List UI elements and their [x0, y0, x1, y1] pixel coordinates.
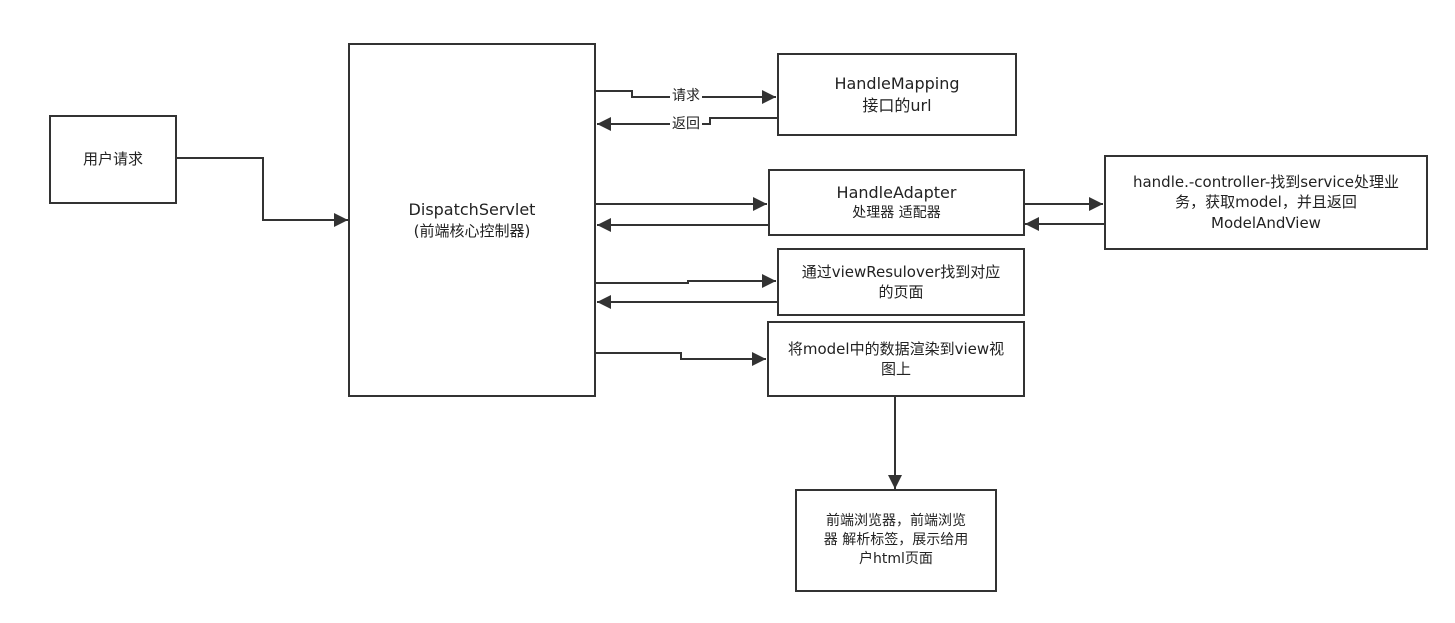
edge-mapping-return	[597, 117, 777, 131]
node-dispatch-subtitle: (前端核心控制器)	[413, 221, 531, 240]
node-view-resolver-line1: 通过viewResulover找到对应	[801, 262, 1001, 281]
node-controller-line2: 务，获取model，并且返回	[1175, 193, 1357, 212]
node-view-resolver: 通过viewResulover找到对应 的页面	[777, 248, 1025, 316]
node-browser: 前端浏览器，前端浏览 器 解析标签，展示给用 户html页面	[795, 489, 997, 592]
node-user-request-text: 用户请求	[82, 150, 143, 169]
node-handle-mapping: HandleMapping 接口的url	[777, 53, 1017, 136]
node-handle-mapping-title: HandleMapping	[834, 73, 960, 93]
edge-label-request: 请求	[670, 88, 702, 104]
node-render-line2: 图上	[880, 360, 911, 378]
node-browser-line3: 户html页面	[859, 550, 933, 567]
node-controller-line1: handle.-controller-找到service处理业	[1132, 173, 1400, 192]
edge-request-to-mapping	[596, 90, 776, 104]
node-handle-adapter-title: HandleAdapter	[836, 183, 957, 203]
node-browser-line2: 器 解析标签，展示给用	[823, 532, 969, 549]
node-handle-mapping-subtitle: 接口的url	[862, 95, 932, 115]
node-view-resolver-line2: 的页面	[878, 283, 924, 301]
node-controller: handle.-controller-找到service处理业 务，获取mode…	[1104, 155, 1428, 250]
node-controller-line3: ModelAndView	[1211, 213, 1321, 232]
node-handle-adapter-subtitle: 处理器 适配器	[852, 204, 941, 221]
node-browser-line1: 前端浏览器，前端浏览	[825, 513, 966, 530]
edge-label-return: 返回	[670, 116, 702, 132]
node-render-model: 将model中的数据渲染到view视 图上	[767, 321, 1025, 397]
node-dispatch-servlet: DispatchServlet (前端核心控制器)	[348, 43, 596, 397]
node-dispatch-title: DispatchServlet	[408, 200, 536, 220]
edge-dispatch-to-resolver	[596, 274, 776, 288]
edge-user-to-dispatch	[176, 157, 348, 227]
node-user-request: 用户请求	[49, 115, 177, 204]
node-render-line1: 将model中的数据渲染到view视	[787, 339, 1005, 358]
edge-dispatch-to-render	[596, 352, 766, 366]
node-handle-adapter: HandleAdapter 处理器 适配器	[768, 169, 1025, 236]
